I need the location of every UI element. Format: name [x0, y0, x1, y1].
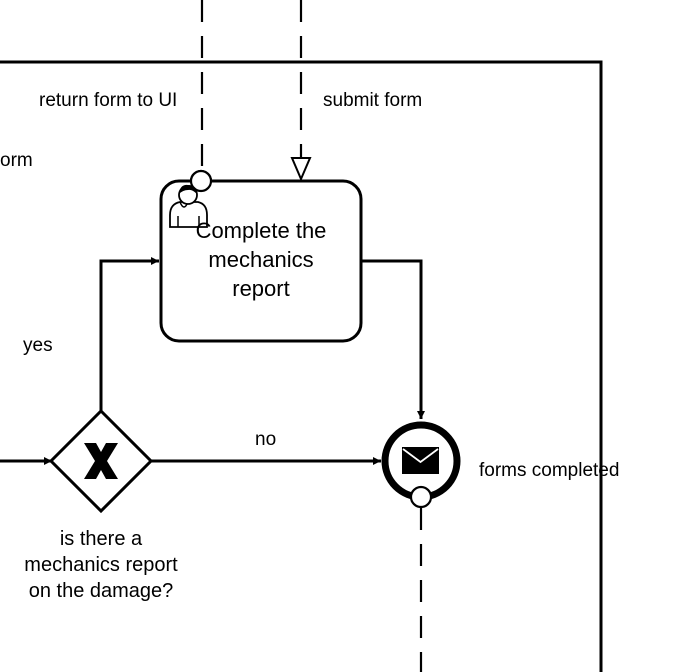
message-label-return-form: return form to UI	[39, 90, 177, 111]
message-flow-start-circle-top	[189, 169, 213, 193]
task-label-line1: Complete the	[196, 218, 327, 243]
message-flow-end-circle	[409, 485, 433, 509]
user-icon	[169, 184, 208, 228]
pool-boundary	[0, 60, 603, 672]
message-label-partial: orm	[0, 150, 33, 171]
task-label-line3: report	[232, 276, 289, 301]
sequence-flow-yes[interactable]	[99, 257, 159, 411]
task-complete-mechanics-report[interactable]	[159, 179, 363, 343]
message-flow-arrowhead	[290, 157, 312, 182]
message-label-submit-form: submit form	[323, 90, 422, 111]
envelope-icon	[402, 447, 439, 474]
task-label-line2: mechanics	[208, 247, 313, 272]
x-icon	[84, 443, 118, 479]
flow-label-yes: yes	[23, 335, 53, 356]
gateway-question-line1: is there a	[60, 528, 143, 550]
gateway-question-line2: mechanics report	[24, 554, 178, 576]
gateway-question-line3: on the damage?	[29, 580, 174, 602]
flow-label-no: no	[255, 429, 276, 450]
end-event-label: forms completed	[479, 460, 619, 481]
sequence-flow-task-to-end[interactable]	[362, 259, 425, 419]
